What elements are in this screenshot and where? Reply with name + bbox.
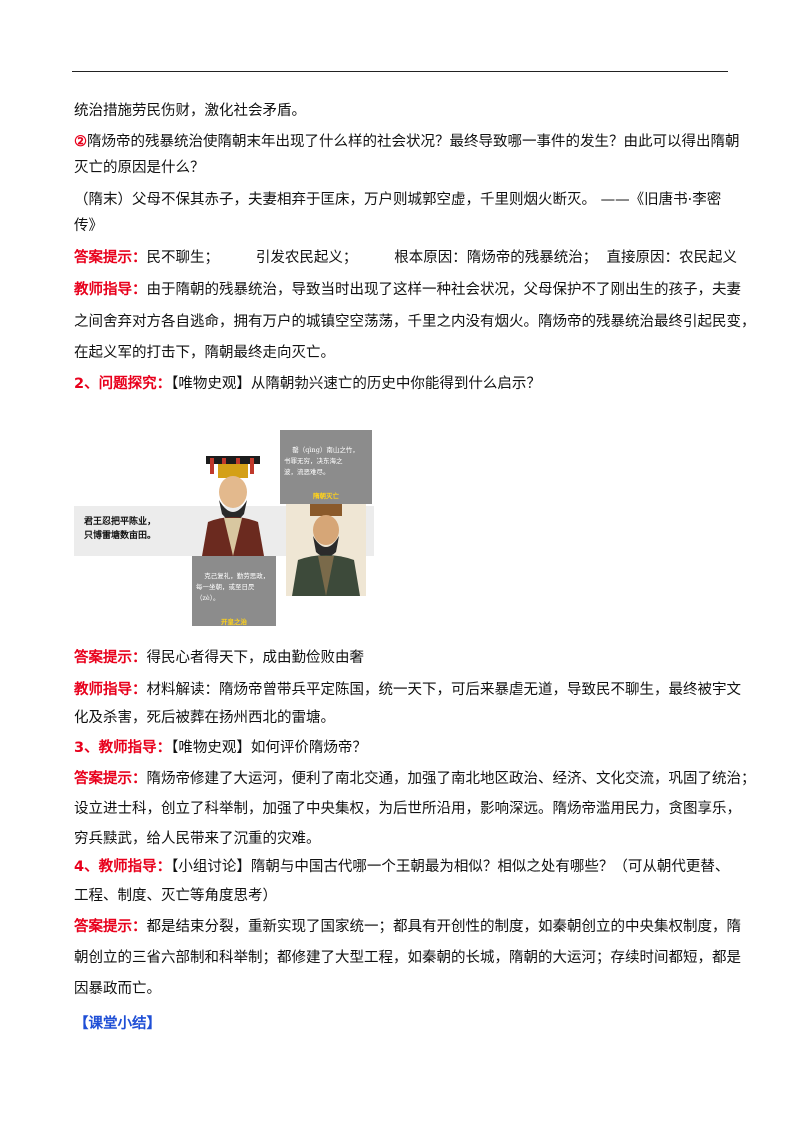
caption-sui-fall: 罄（qìng）南山之竹， 书罪无穷，决东海之 波，流恶难尽。 隋朝灭亡 [280, 430, 372, 504]
guide-1: 教师指导：由于隋朝的残暴统治，导致当时出现了这样一种社会状况，父母保护不了刚出生… [74, 280, 741, 300]
caption-tag: 隋朝灭亡 [313, 492, 339, 500]
text-line: 在起义军的打击下，隋朝最终走向灭亡。 [74, 345, 335, 361]
emperor-yang-portrait [286, 498, 366, 596]
emperor-wen-portrait [202, 456, 264, 556]
caption-kaihuang: 克己复礼，勤劳思政， 每一坐朝，或至日昃 （zè）。 开皇之治 [192, 556, 276, 626]
text-line: 统治措施劳民伤财，激化社会矛盾。 [74, 103, 306, 119]
section-3: 3、教师指导：【唯物史观】如何评价隋炀帝？ [74, 738, 367, 758]
text-line: 设立进士科，创立了科举制，加强了中央集权，为后世所沿用，影响深远。隋炀帝滥用民力… [74, 801, 741, 817]
quote-line: 传》 [74, 218, 103, 234]
poem-text: 君王忍把平陈业， 只博雷塘数亩田。 [84, 517, 157, 541]
answer-text: 民不聊生； 引发农民起义； 根本原因：隋炀帝的残暴统治； 直接原因：农民起义 [146, 250, 737, 266]
illustration: 君王忍把平陈业， 只博雷塘数亩田。 罄（qìng）南山之竹， 书罪无穷，决东海之… [74, 418, 380, 626]
header-rule [72, 71, 728, 72]
answer-label: 答案提示： [74, 919, 147, 935]
answer-text: 得民心者得天下，成由勤俭败由奢 [146, 650, 365, 666]
answer-label: 答案提示： [74, 250, 147, 266]
section-label: 3、教师指导： [74, 740, 172, 756]
answer-4: 答案提示：都是结束分裂，重新实现了国家统一；都具有开创性的制度，如秦朝创立的中央… [74, 917, 741, 937]
caption-text: 克己复礼，勤劳思政， 每一坐朝，或至日昃 （zè）。 [196, 572, 270, 602]
answer-label: 答案提示： [74, 771, 147, 787]
answer-1: 答案提示：民不聊生； 引发农民起义； 根本原因：隋炀帝的残暴统治； 直接原因：农… [74, 248, 737, 268]
section-text: 【唯物史观】如何评价隋炀帝？ [171, 740, 367, 756]
text-line: 因暴政而亡。 [74, 981, 161, 997]
text-line: 化及杀害，死后被葬在扬州西北的雷塘。 [74, 710, 335, 726]
guide-2: 教师指导：材料解读：隋炀帝曾带兵平定陈国，统一天下，可后来暴虐无道，导致民不聊生… [74, 680, 741, 700]
text-line: 朝创立的三省六部制和科举制；都修建了大型工程，如秦朝的长城，隋朝的大运河；存续时… [74, 950, 741, 966]
section-2: 2、问题探究：【唯物史观】从隋朝勃兴速亡的历史中你能得到什么启示？ [74, 374, 541, 394]
text-line: 穷兵黩武，给人民带来了沉重的灾难。 [74, 831, 321, 847]
section-text: 【唯物史观】从隋朝勃兴速亡的历史中你能得到什么启示？ [171, 376, 541, 392]
answer-text: 都是结束分裂，重新实现了国家统一；都具有开创性的制度，如秦朝创立的中央集权制度，… [146, 919, 742, 935]
section-label: 4、教师指导： [74, 859, 172, 875]
answer-label: 答案提示： [74, 650, 147, 666]
text-line: 工程、制度、灭亡等角度思考） [74, 888, 277, 904]
question-number: ② [74, 133, 87, 150]
answer-2: 答案提示：得民心者得天下，成由勤俭败由奢 [74, 648, 364, 668]
class-summary-heading: 【课堂小结】 [74, 1016, 161, 1032]
answer-3: 答案提示：隋炀帝修建了大运河，便利了南北交通，加强了南北地区政治、经济、文化交流… [74, 769, 756, 789]
guide-label: 教师指导： [74, 682, 147, 698]
guide-text: 材料解读：隋炀帝曾带兵平定陈国，统一天下，可后来暴虐无道，导致民不聊生，最终被宇… [146, 682, 742, 698]
question-text: 隋炀帝的残暴统治使隋朝末年出现了什么样的社会状况？最终导致哪一事件的发生？由此可… [87, 134, 740, 150]
section-label: 2、问题探究： [74, 376, 172, 392]
text-line: 灭亡的原因是什么？ [74, 160, 205, 176]
guide-label: 教师指导： [74, 282, 147, 298]
text-line: 之间舍弃对方各自逃命，拥有万户的城镇空空荡荡，千里之内没有烟火。隋炀帝的残暴统治… [74, 314, 756, 330]
section-text: 【小组讨论】隋朝与中国古代哪一个王朝最为相似？相似之处有哪些？（可从朝代更替、 [171, 859, 730, 875]
caption-tag: 开皇之治 [221, 618, 247, 626]
question-2: ②隋炀帝的残暴统治使隋朝末年出现了什么样的社会状况？最终导致哪一事件的发生？由此… [74, 132, 740, 152]
caption-text: 罄（qìng）南山之竹， 书罪无穷，决东海之 波，流恶难尽。 [284, 446, 359, 476]
section-4: 4、教师指导：【小组讨论】隋朝与中国古代哪一个王朝最为相似？相似之处有哪些？（可… [74, 857, 729, 877]
quote-line: （隋末）父母不保其赤子，夫妻相弃于匡床，万户则城郭空虚，千里则烟火断灭。 ——《… [74, 192, 722, 208]
guide-text: 由于隋朝的残暴统治，导致当时出现了这样一种社会状况，父母保护不了刚出生的孩子，夫… [146, 282, 742, 298]
answer-text: 隋炀帝修建了大运河，便利了南北交通，加强了南北地区政治、经济、文化交流，巩固了统… [146, 771, 756, 787]
